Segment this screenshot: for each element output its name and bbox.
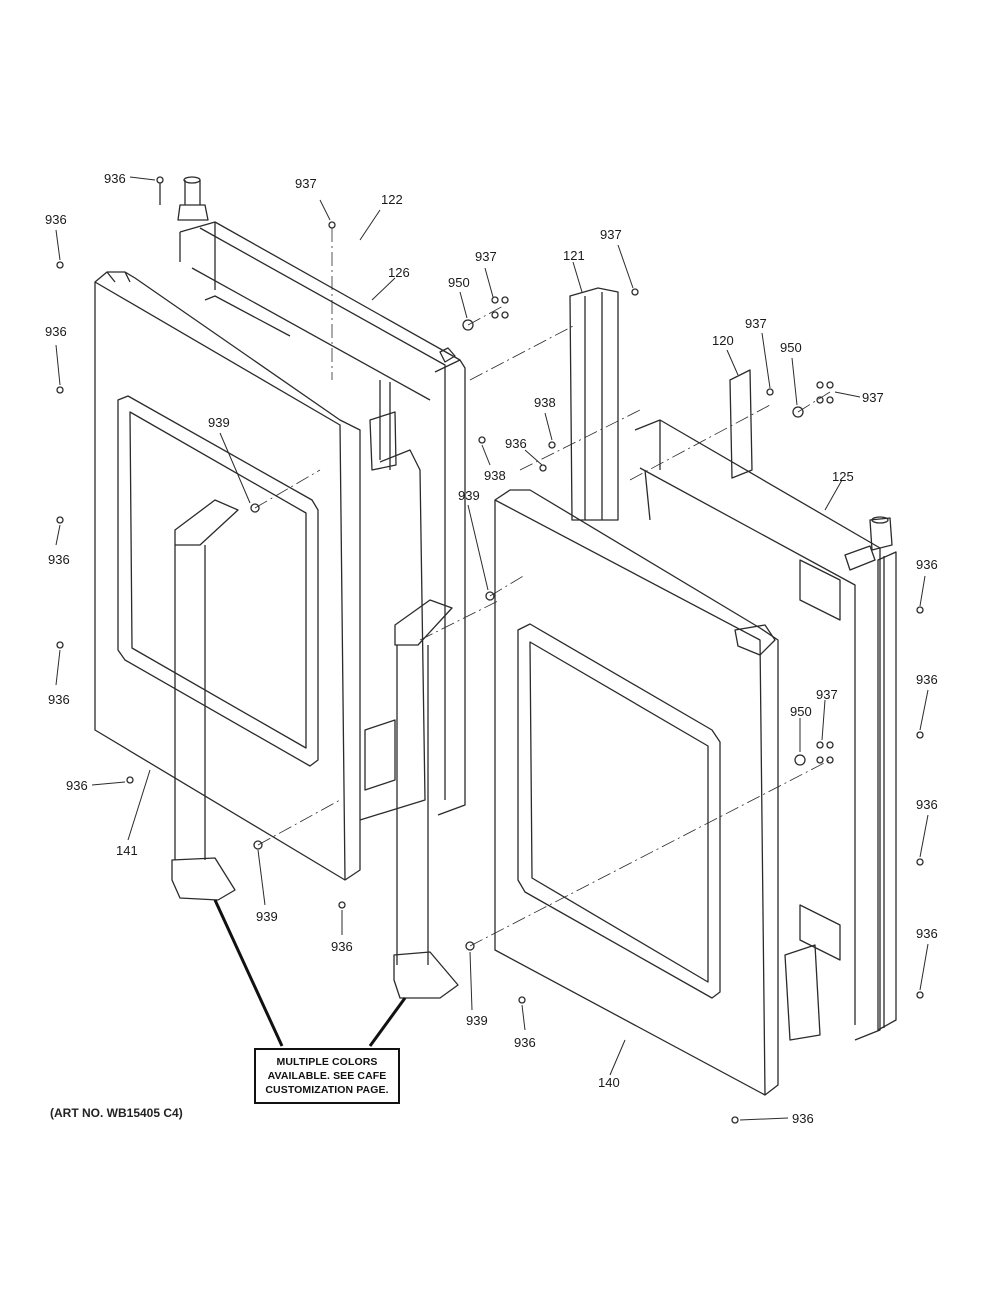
color-note-box: MULTIPLE COLORS AVAILABLE. SEE CAFE CUST… — [254, 1048, 400, 1104]
callout-label: 936 — [916, 926, 938, 941]
alignment-lines — [254, 228, 831, 947]
callout-label: 936 — [792, 1111, 814, 1126]
center-handle — [393, 599, 459, 999]
art-number: (ART NO. WB15405 C4) — [50, 1106, 183, 1120]
callout-label: 939 — [256, 909, 278, 924]
note-line: AVAILABLE. SEE CAFE — [267, 1070, 387, 1082]
callout-label: 141 — [116, 843, 138, 858]
callout-label: 938 — [534, 395, 556, 410]
callout-label: 936 — [505, 436, 527, 451]
callout-label: 939 — [458, 488, 480, 503]
callout-label: 950 — [448, 275, 470, 290]
callout-label: 120 — [712, 333, 734, 348]
callout-label: 936 — [331, 939, 353, 954]
callout-label: 936 — [48, 552, 70, 567]
leader-lines — [55, 176, 929, 1121]
callout-label: 936 — [514, 1035, 536, 1050]
callout-label: 936 — [45, 324, 67, 339]
callout-label: 936 — [916, 797, 938, 812]
left-door-frame — [177, 176, 466, 816]
callout-label: 121 — [563, 248, 585, 263]
callout-label: 939 — [466, 1013, 488, 1028]
screws — [56, 176, 924, 1124]
callout-label: 950 — [780, 340, 802, 355]
callout-label: 936 — [916, 557, 938, 572]
callout-label: 936 — [66, 778, 88, 793]
callout-label: 938 — [484, 468, 506, 483]
callout-label: 939 — [208, 415, 230, 430]
note-line: CUSTOMIZATION PAGE. — [265, 1084, 389, 1096]
callout-label: 936 — [916, 672, 938, 687]
callout-label: 936 — [48, 692, 70, 707]
right-door-frame — [569, 287, 897, 1041]
callout-label: 937 — [745, 316, 767, 331]
callout-label: 126 — [388, 265, 410, 280]
callout-label: 936 — [45, 212, 67, 227]
callout-label: 950 — [790, 704, 812, 719]
callout-label: 937 — [600, 227, 622, 242]
callout-label: 937 — [475, 249, 497, 264]
callout-label: 125 — [832, 469, 854, 484]
right-door-panel — [494, 489, 779, 1096]
callout-label: 937 — [816, 687, 838, 702]
callout-label: 936 — [104, 171, 126, 186]
callout-label: 140 — [598, 1075, 620, 1090]
callout-label: 937 — [862, 390, 884, 405]
note-line: MULTIPLE COLORS — [276, 1056, 378, 1068]
note-arrows — [213, 899, 407, 1047]
left-door-panel — [94, 271, 426, 901]
callout-label: 122 — [381, 192, 403, 207]
callout-label: 937 — [295, 176, 317, 191]
